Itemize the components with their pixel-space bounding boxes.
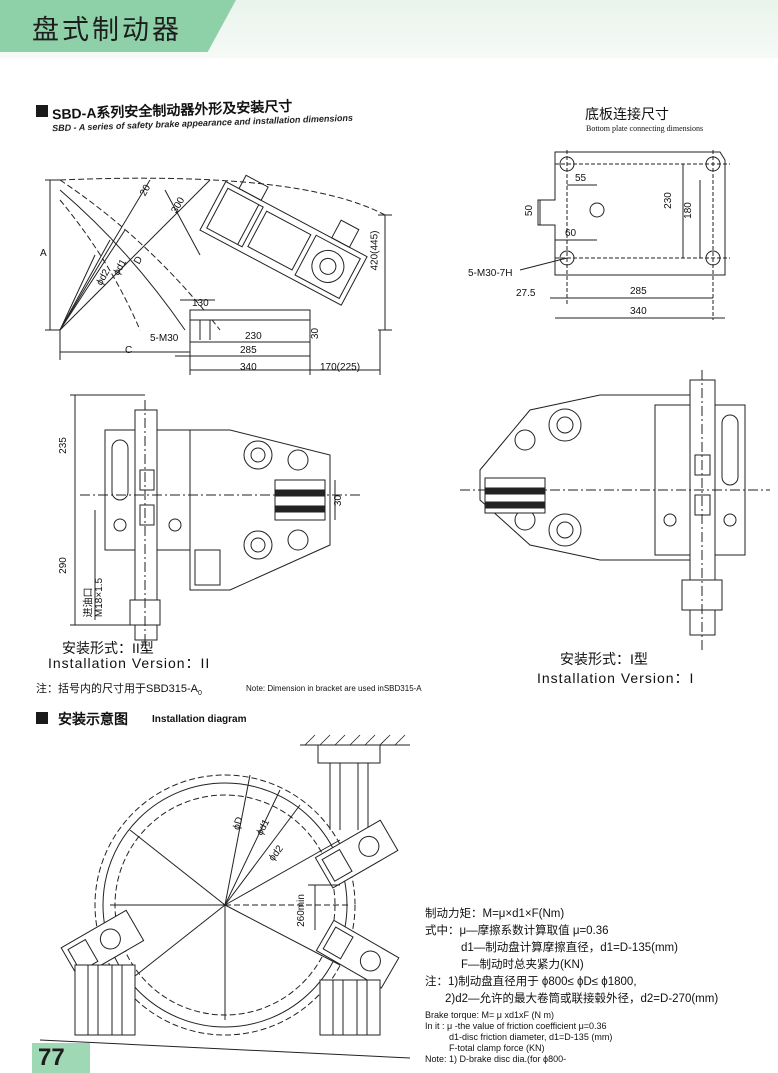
plate-dim-230: 230 bbox=[662, 192, 674, 209]
dim-420: 420(445) bbox=[369, 230, 381, 271]
dim-c: C bbox=[125, 345, 133, 356]
dim-130: 130 bbox=[192, 298, 209, 309]
formula-cn-line3: d1—制动盘计算摩擦直径，d1=D-135(mm) bbox=[461, 942, 678, 954]
dim-a: A bbox=[40, 248, 47, 259]
formula-cn: 制动力矩：M=μ×d1×F(Nm) 式中：μ—摩擦系数计算取值 μ=0.36 d… bbox=[425, 906, 718, 1008]
version1-label-cn: 安装形式：I型 bbox=[560, 651, 648, 667]
dim-hole-side: 5-M30 bbox=[150, 333, 179, 344]
plate-dim-285: 285 bbox=[630, 286, 647, 297]
plate-dim-50: 50 bbox=[524, 204, 536, 217]
oil-inlet-label: 进油口 bbox=[83, 587, 95, 618]
formula-cn-line6: 2)d2—允许的最大卷筒或联接毂外径，d2=D-270(mm) bbox=[445, 993, 719, 1005]
dim-30-side: 30 bbox=[310, 327, 322, 340]
section-bullet bbox=[36, 105, 48, 117]
front-dim-30: 30 bbox=[333, 494, 345, 507]
formula-en-line4: F-total clamp force (KN) bbox=[449, 1043, 545, 1053]
plate-dim-27-5: 27.5 bbox=[516, 288, 536, 299]
bottom-plate-subtitle: Bottom plate connecting dimensions bbox=[586, 124, 704, 133]
version2-label-en: Installation Version：II bbox=[48, 655, 211, 671]
dim-285-side: 285 bbox=[240, 345, 257, 356]
note-cn-text: 注：括号内的尺寸用于SBD315-A bbox=[36, 683, 198, 695]
plate-hole: 5-M30-7H bbox=[468, 268, 513, 279]
page-number: 77 bbox=[38, 1044, 65, 1071]
front-dim-235: 235 bbox=[57, 437, 69, 454]
formula-en-line2: In it : μ -the value of friction coeffic… bbox=[425, 1021, 607, 1031]
oil-inlet-thread: M18×1.5 bbox=[94, 577, 106, 618]
dim-230-side: 230 bbox=[245, 331, 262, 342]
front-view-type1-drawing bbox=[460, 370, 770, 650]
page-title: 盘式制动器 bbox=[32, 15, 182, 46]
formula-en-line1: Brake torque: M= μ xd1xF (N m) bbox=[425, 1010, 554, 1020]
plate-dim-340: 340 bbox=[630, 306, 647, 317]
side-view-drawing bbox=[45, 174, 392, 375]
installation-diagram-drawing bbox=[39, 734, 411, 1059]
note-cn: 注：括号内的尺寸用于SBD315-A0 bbox=[36, 680, 202, 697]
section-bullet-install bbox=[36, 712, 48, 724]
formula-cn-line5: 注：1)制动盘直径用于 ϕ800≤ ϕD≤ ϕ1800, bbox=[425, 976, 637, 988]
formula-cn-line1: 制动力矩：M=μ×d1×F(Nm) bbox=[425, 908, 565, 920]
front-dim-290: 290 bbox=[57, 557, 69, 574]
bottom-plate-title: 底板连接尺寸 bbox=[585, 106, 669, 122]
formula-en: Brake torque: M= μ xd1xF (N m) In it : μ… bbox=[425, 1010, 612, 1065]
version2-label-cn: 安装形式：II型 bbox=[62, 640, 154, 656]
formula-en-line3: d1-disc friction diameter, d1=D-135 (mm) bbox=[449, 1032, 613, 1042]
section-subtitle-install: Installation diagram bbox=[152, 714, 247, 725]
bottom-plate-drawing bbox=[519, 150, 730, 320]
front-view-type2-drawing bbox=[70, 394, 360, 650]
section-title-install: 安装示意图 bbox=[58, 711, 128, 727]
plate-dim-180: 180 bbox=[682, 202, 694, 219]
formula-cn-line2: 式中：μ—摩擦系数计算取值 μ=0.36 bbox=[425, 925, 609, 937]
note-en: Note: Dimension in bracket are used inSB… bbox=[246, 684, 422, 693]
formula-en-line5: Note: 1) D-brake disc dia.(for ϕ800- bbox=[425, 1054, 567, 1064]
plate-dim-60: 60 bbox=[565, 228, 577, 239]
page-number-box bbox=[32, 1043, 90, 1073]
install-label-260min: 260min bbox=[295, 894, 307, 927]
version1-label-en: Installation Version：I bbox=[537, 670, 695, 686]
plate-dim-55: 55 bbox=[575, 173, 587, 184]
dim-170: 170(225) bbox=[320, 362, 361, 373]
formula-cn-line4: F—制动时总夹紧力(KN) bbox=[461, 959, 584, 971]
note-cn-sub: 0 bbox=[197, 690, 202, 698]
header-tab bbox=[0, 0, 236, 52]
dim-340-side: 340 bbox=[240, 362, 257, 373]
